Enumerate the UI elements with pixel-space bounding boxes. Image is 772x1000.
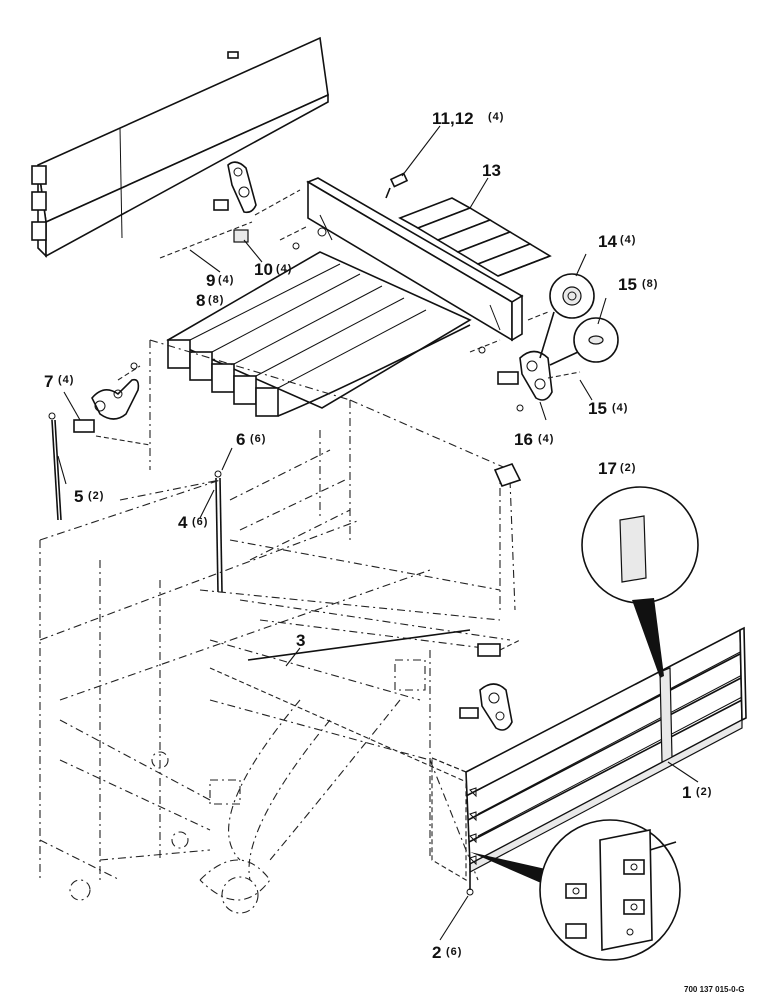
svg-text:15: 15 <box>588 399 607 418</box>
leader-lines <box>57 125 699 941</box>
part-7-hinge-bracket <box>73 362 151 446</box>
callout-5: 5 (2) <box>74 487 104 506</box>
callout-7: 7 (4) <box>44 372 74 391</box>
callout-4: 4 (6) <box>178 513 208 532</box>
svg-text:5: 5 <box>74 487 83 506</box>
top-left-panel <box>31 36 329 258</box>
svg-text:(4): (4) <box>488 111 504 123</box>
svg-text:16: 16 <box>514 430 533 449</box>
part-5-rod <box>48 412 62 521</box>
part-4-rod <box>214 470 223 593</box>
svg-text:9: 9 <box>206 271 215 290</box>
callout-1: 1 (2) <box>682 783 712 802</box>
callout-10: 10 (4) <box>254 260 292 279</box>
svg-text:10: 10 <box>254 260 273 279</box>
callout-11-12: 11,12 (4) <box>432 109 504 128</box>
svg-text:7: 7 <box>44 372 53 391</box>
callout-3: 3 <box>296 631 305 650</box>
svg-text:1: 1 <box>682 783 691 802</box>
callout-14: 14 (4) <box>598 232 636 251</box>
callout-13: 13 <box>482 161 501 180</box>
svg-text:(2): (2) <box>696 786 712 798</box>
svg-text:(4): (4) <box>538 433 554 445</box>
callout-6: 6 (6) <box>236 430 266 449</box>
svg-text:13: 13 <box>482 161 501 180</box>
part-13-crossbar-assembly <box>166 177 552 417</box>
svg-text:(4): (4) <box>620 234 636 246</box>
fastener-detail-circle <box>470 819 681 961</box>
svg-text:11,12: 11,12 <box>432 109 474 128</box>
callout-9: 9 (4) <box>206 271 234 290</box>
callout-15-b: 15 (4) <box>588 399 628 418</box>
svg-text:(6): (6) <box>446 946 462 958</box>
svg-text:(2): (2) <box>620 462 636 474</box>
svg-text:(6): (6) <box>192 516 208 528</box>
callout-2: 2 (6) <box>432 943 462 962</box>
figure-number: 700 137 015-0-G <box>684 985 745 994</box>
svg-text:15: 15 <box>618 275 637 294</box>
svg-text:(2): (2) <box>88 490 104 502</box>
svg-text:6: 6 <box>236 430 245 449</box>
callout-16: 16 (4) <box>514 430 554 449</box>
part-16-hinge-bracket <box>469 311 581 412</box>
svg-text:(4): (4) <box>276 263 292 275</box>
svg-text:(4): (4) <box>58 374 74 386</box>
part-17-decal-detail <box>581 486 699 678</box>
svg-text:(4): (4) <box>612 402 628 414</box>
machine-frame-phantom <box>39 339 522 914</box>
svg-text:8: 8 <box>196 291 205 310</box>
bushing-detail-15 <box>549 317 619 366</box>
svg-text:(8): (8) <box>642 278 658 290</box>
svg-text:2: 2 <box>432 943 441 962</box>
lower-hinge-bracket <box>459 639 521 731</box>
svg-text:(4): (4) <box>218 274 234 286</box>
bushing-detail-14 <box>539 273 595 359</box>
callout-17: 17 (2) <box>598 459 636 478</box>
svg-text:17: 17 <box>598 459 617 478</box>
svg-text:14: 14 <box>598 232 617 251</box>
svg-text:3: 3 <box>296 631 305 650</box>
part-1-panel <box>431 626 747 896</box>
part-3-member <box>209 629 481 789</box>
svg-text:4: 4 <box>178 513 188 532</box>
bolt-11-12 <box>385 172 409 199</box>
callout-15-a: 15 (8) <box>618 275 658 294</box>
callout-8: 8 (8) <box>196 291 224 310</box>
panel-hinge-bracket <box>159 161 301 259</box>
svg-text:(6): (6) <box>250 433 266 445</box>
svg-text:(8): (8) <box>208 294 224 306</box>
